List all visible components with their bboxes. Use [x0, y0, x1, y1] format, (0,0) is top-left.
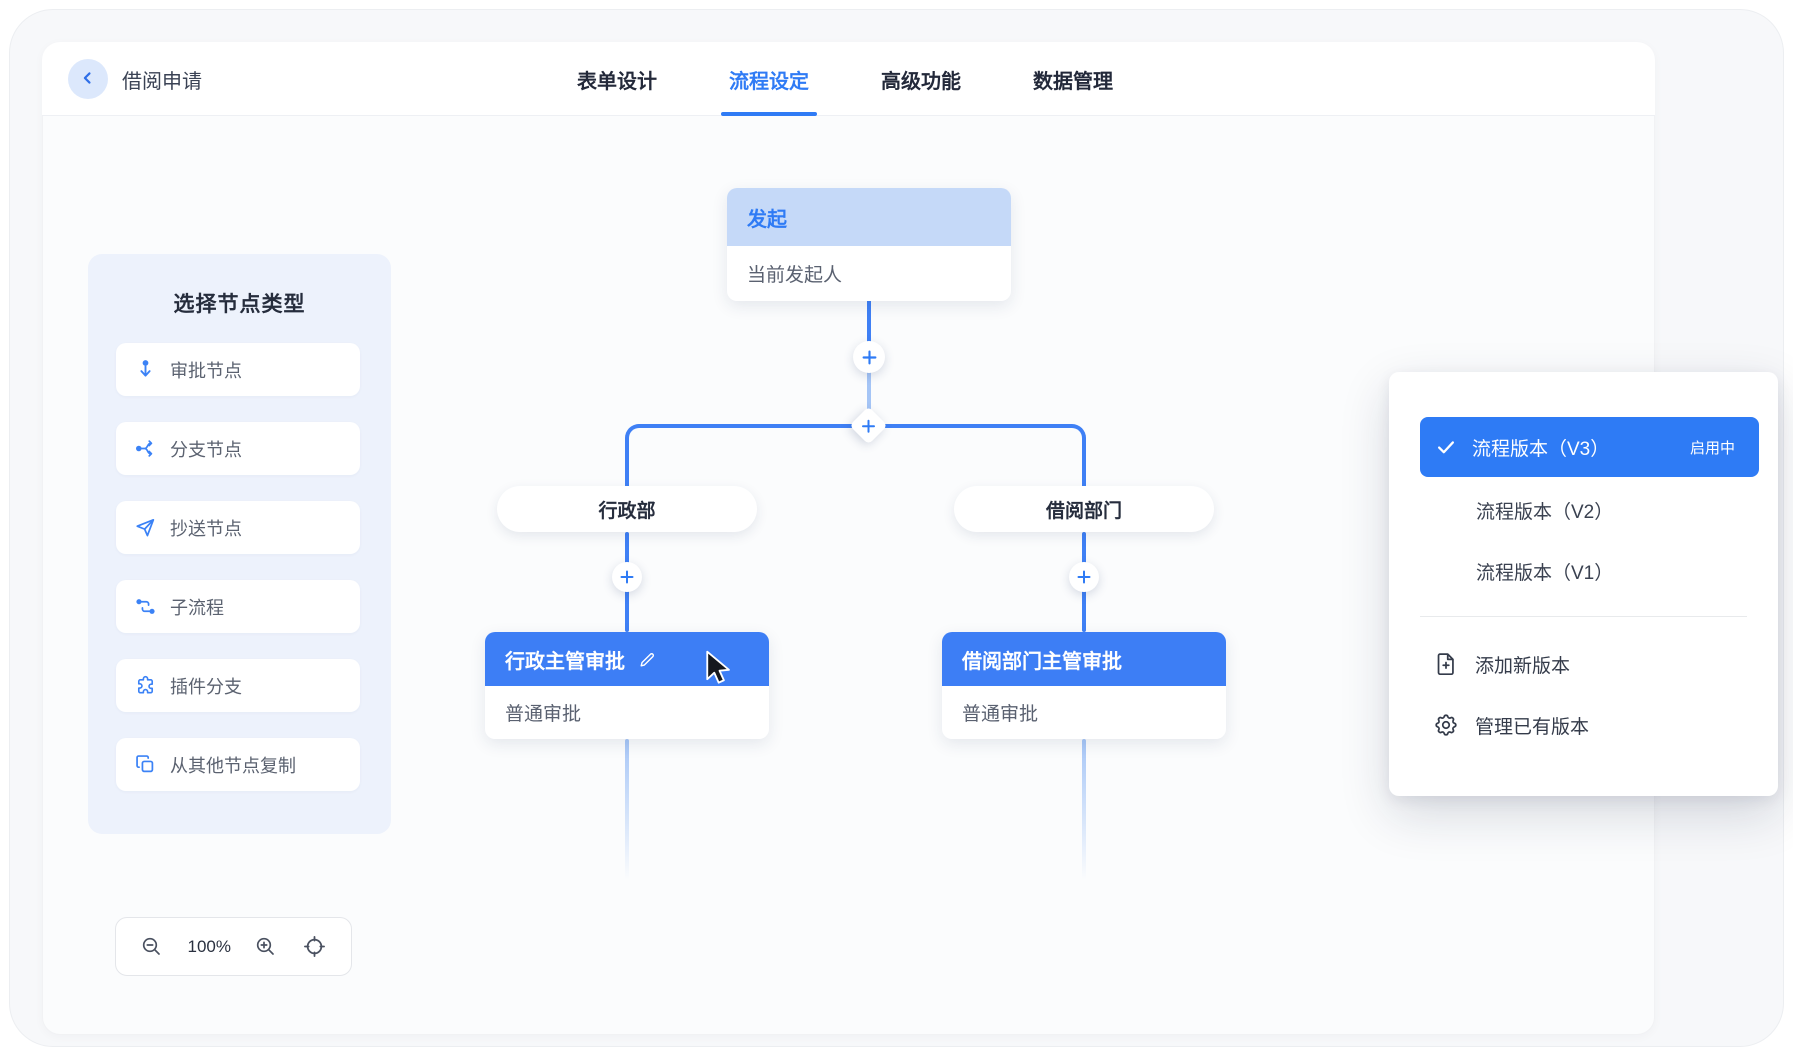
pencil-icon	[640, 652, 654, 666]
tab-advanced-features[interactable]: 高级功能	[881, 70, 961, 93]
fit-view-button[interactable]	[302, 934, 327, 959]
plus-icon	[620, 570, 634, 584]
add-node-button-left-branch[interactable]	[612, 562, 642, 592]
tab-process-settings[interactable]: 流程设定	[721, 42, 817, 116]
page-title: 借阅申请	[122, 70, 202, 93]
add-node-button-main[interactable]	[853, 341, 885, 373]
check-icon	[1437, 441, 1455, 454]
zoom-in-button[interactable]	[254, 935, 278, 959]
version-panel-divider	[1420, 616, 1747, 617]
connector-left-tail	[625, 739, 629, 880]
approval-node-title: 行政主管审批	[505, 650, 625, 673]
edit-node-title-button[interactable]	[637, 649, 658, 670]
palette-title: 选择节点类型	[173, 293, 306, 316]
add-node-button-right-branch[interactable]	[1069, 562, 1099, 592]
zoom-out-button[interactable]	[140, 935, 164, 959]
approval-node-subtitle: 普通审批	[962, 704, 1039, 725]
copy-node-icon	[136, 755, 154, 773]
approval-node-admin[interactable]: 行政主管审批 普通审批	[485, 632, 769, 739]
add-version-icon	[1437, 653, 1454, 676]
branch-pill-admin-dept[interactable]: 行政部	[497, 486, 757, 532]
palette-item-cc-node[interactable]: 抄送节点	[116, 501, 360, 554]
plus-icon	[1077, 570, 1091, 584]
active-tab-underline	[721, 112, 817, 116]
connector-to-split	[867, 359, 871, 426]
locate-icon	[304, 936, 325, 957]
zoom-toolbar: 100%	[115, 917, 352, 976]
manage-versions-icon	[1435, 714, 1457, 736]
node-type-palette: 选择节点类型 审批节点 分支节点 抄送节点 子流程 插件分支 从其他节点复制	[88, 254, 391, 834]
approval-node-icon	[140, 360, 151, 377]
plus-icon	[862, 350, 876, 364]
tab-bar: 表单设计 流程设定 高级功能 数据管理	[577, 42, 1113, 116]
subprocess-icon	[136, 599, 155, 614]
zoom-level: 100%	[187, 936, 231, 956]
approval-node-title: 借阅部门主管审批	[962, 650, 1122, 673]
palette-item-copy-node[interactable]: 从其他节点复制	[116, 738, 360, 791]
approval-node-subtitle: 普通审批	[505, 704, 582, 725]
branch-split-connector	[625, 424, 1086, 486]
tab-form-design[interactable]: 表单设计	[577, 70, 657, 93]
connector-right-tail	[1082, 739, 1086, 880]
start-node-title: 发起	[747, 208, 787, 231]
chevron-left-icon	[77, 67, 99, 92]
branch-pill-borrow-dept[interactable]: 借阅部门	[954, 486, 1214, 532]
palette-item-approval-node[interactable]: 审批节点	[116, 343, 360, 396]
start-node-subtitle: 当前发起人	[747, 265, 843, 286]
version-item-v2[interactable]: 流程版本（V2）	[1476, 501, 1614, 523]
plus-icon	[862, 419, 875, 432]
active-version-badge: 启用中	[1689, 439, 1735, 457]
manage-versions-action[interactable]: 管理已有版本	[1433, 706, 1589, 744]
version-panel: 流程版本（V3） 启用中 流程版本（V2） 流程版本（V1） 添加新版本 管理已…	[1389, 372, 1778, 796]
start-node[interactable]: 发起 当前发起人	[727, 188, 1011, 301]
palette-item-subprocess[interactable]: 子流程	[116, 580, 360, 633]
palette-item-branch-node[interactable]: 分支节点	[116, 422, 360, 475]
palette-item-plugin-branch[interactable]: 插件分支	[116, 659, 360, 712]
back-button[interactable]	[68, 59, 108, 99]
version-item-v3[interactable]: 流程版本（V3） 启用中	[1420, 417, 1759, 477]
connector-start-down	[867, 299, 871, 359]
add-branch-button[interactable]	[849, 406, 888, 445]
plugin-branch-icon	[137, 675, 154, 694]
zoom-in-icon	[257, 937, 275, 955]
add-version-action[interactable]: 添加新版本	[1433, 645, 1570, 683]
branch-node-icon	[136, 440, 153, 457]
cc-node-icon	[136, 518, 155, 537]
zoom-out-icon	[142, 937, 160, 955]
header-bar: 借阅申请 表单设计 流程设定 高级功能 数据管理	[42, 42, 1655, 116]
tab-data-management[interactable]: 数据管理	[1033, 70, 1113, 93]
approval-node-borrow[interactable]: 借阅部门主管审批 普通审批	[942, 632, 1226, 739]
version-item-v1[interactable]: 流程版本（V1）	[1476, 562, 1614, 584]
